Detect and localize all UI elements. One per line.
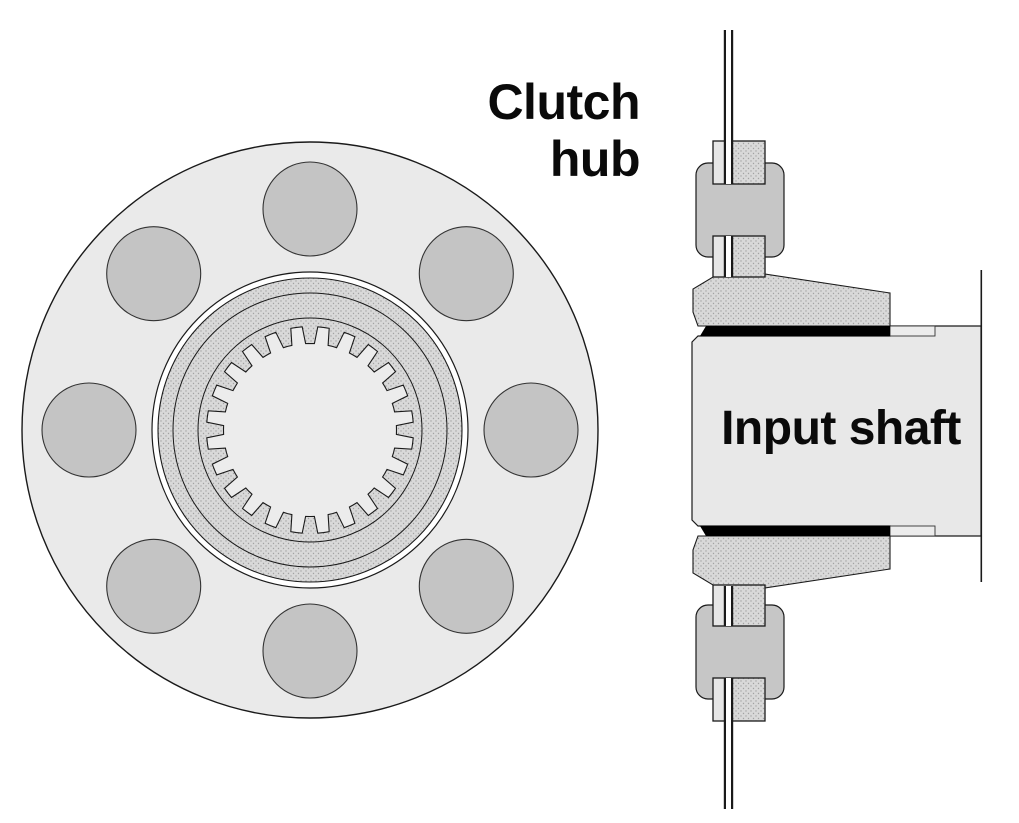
clutch-hub-label-line1: Clutch [487, 74, 640, 130]
washer-outline [712, 140, 766, 185]
bolt-hole [262, 603, 358, 699]
disc-plate-bottom-upper [723, 586, 734, 626]
washer-stipple [733, 585, 765, 626]
washer-outline [712, 677, 766, 722]
friction-washer-bottom-outer [712, 677, 766, 722]
disc-plate-top-lower [723, 236, 734, 277]
washer-stipple [733, 678, 765, 721]
clutch-hub-label: Clutch hub [398, 74, 640, 188]
bolt-hole [262, 161, 358, 257]
bolt-hole [41, 382, 137, 478]
seal-band-bottom [700, 526, 890, 536]
bolt-hole [483, 382, 579, 478]
bolt-hole [418, 226, 514, 322]
section-view [691, 30, 983, 809]
washer-outline [712, 235, 766, 278]
bolt-hole [106, 538, 202, 634]
clutch-hub-label-line2: hub [549, 131, 641, 187]
disc-plate-bottom-lower [723, 678, 734, 809]
hub-inner-ring-1 [172, 292, 448, 568]
input-shaft-label: Input shaft [721, 402, 961, 455]
bolt-hole [418, 538, 514, 634]
spline-bore [206, 326, 414, 534]
disc-plate-top-upper [723, 30, 734, 184]
washer-stipple [733, 141, 765, 184]
bolt-holes [41, 161, 579, 699]
retainer-groove-top [889, 325, 936, 337]
front-view [21, 141, 599, 719]
friction-washer-bottom-inner [712, 584, 766, 627]
hub-inner-ring-2 [197, 317, 423, 543]
bolt-hole [106, 226, 202, 322]
washer-stipple [733, 236, 765, 277]
washer-outline [712, 584, 766, 627]
friction-washer-top-outer [712, 140, 766, 185]
seal-band-top [700, 326, 890, 336]
retainer-groove-bottom [889, 525, 936, 537]
friction-washer-top-inner [712, 235, 766, 278]
